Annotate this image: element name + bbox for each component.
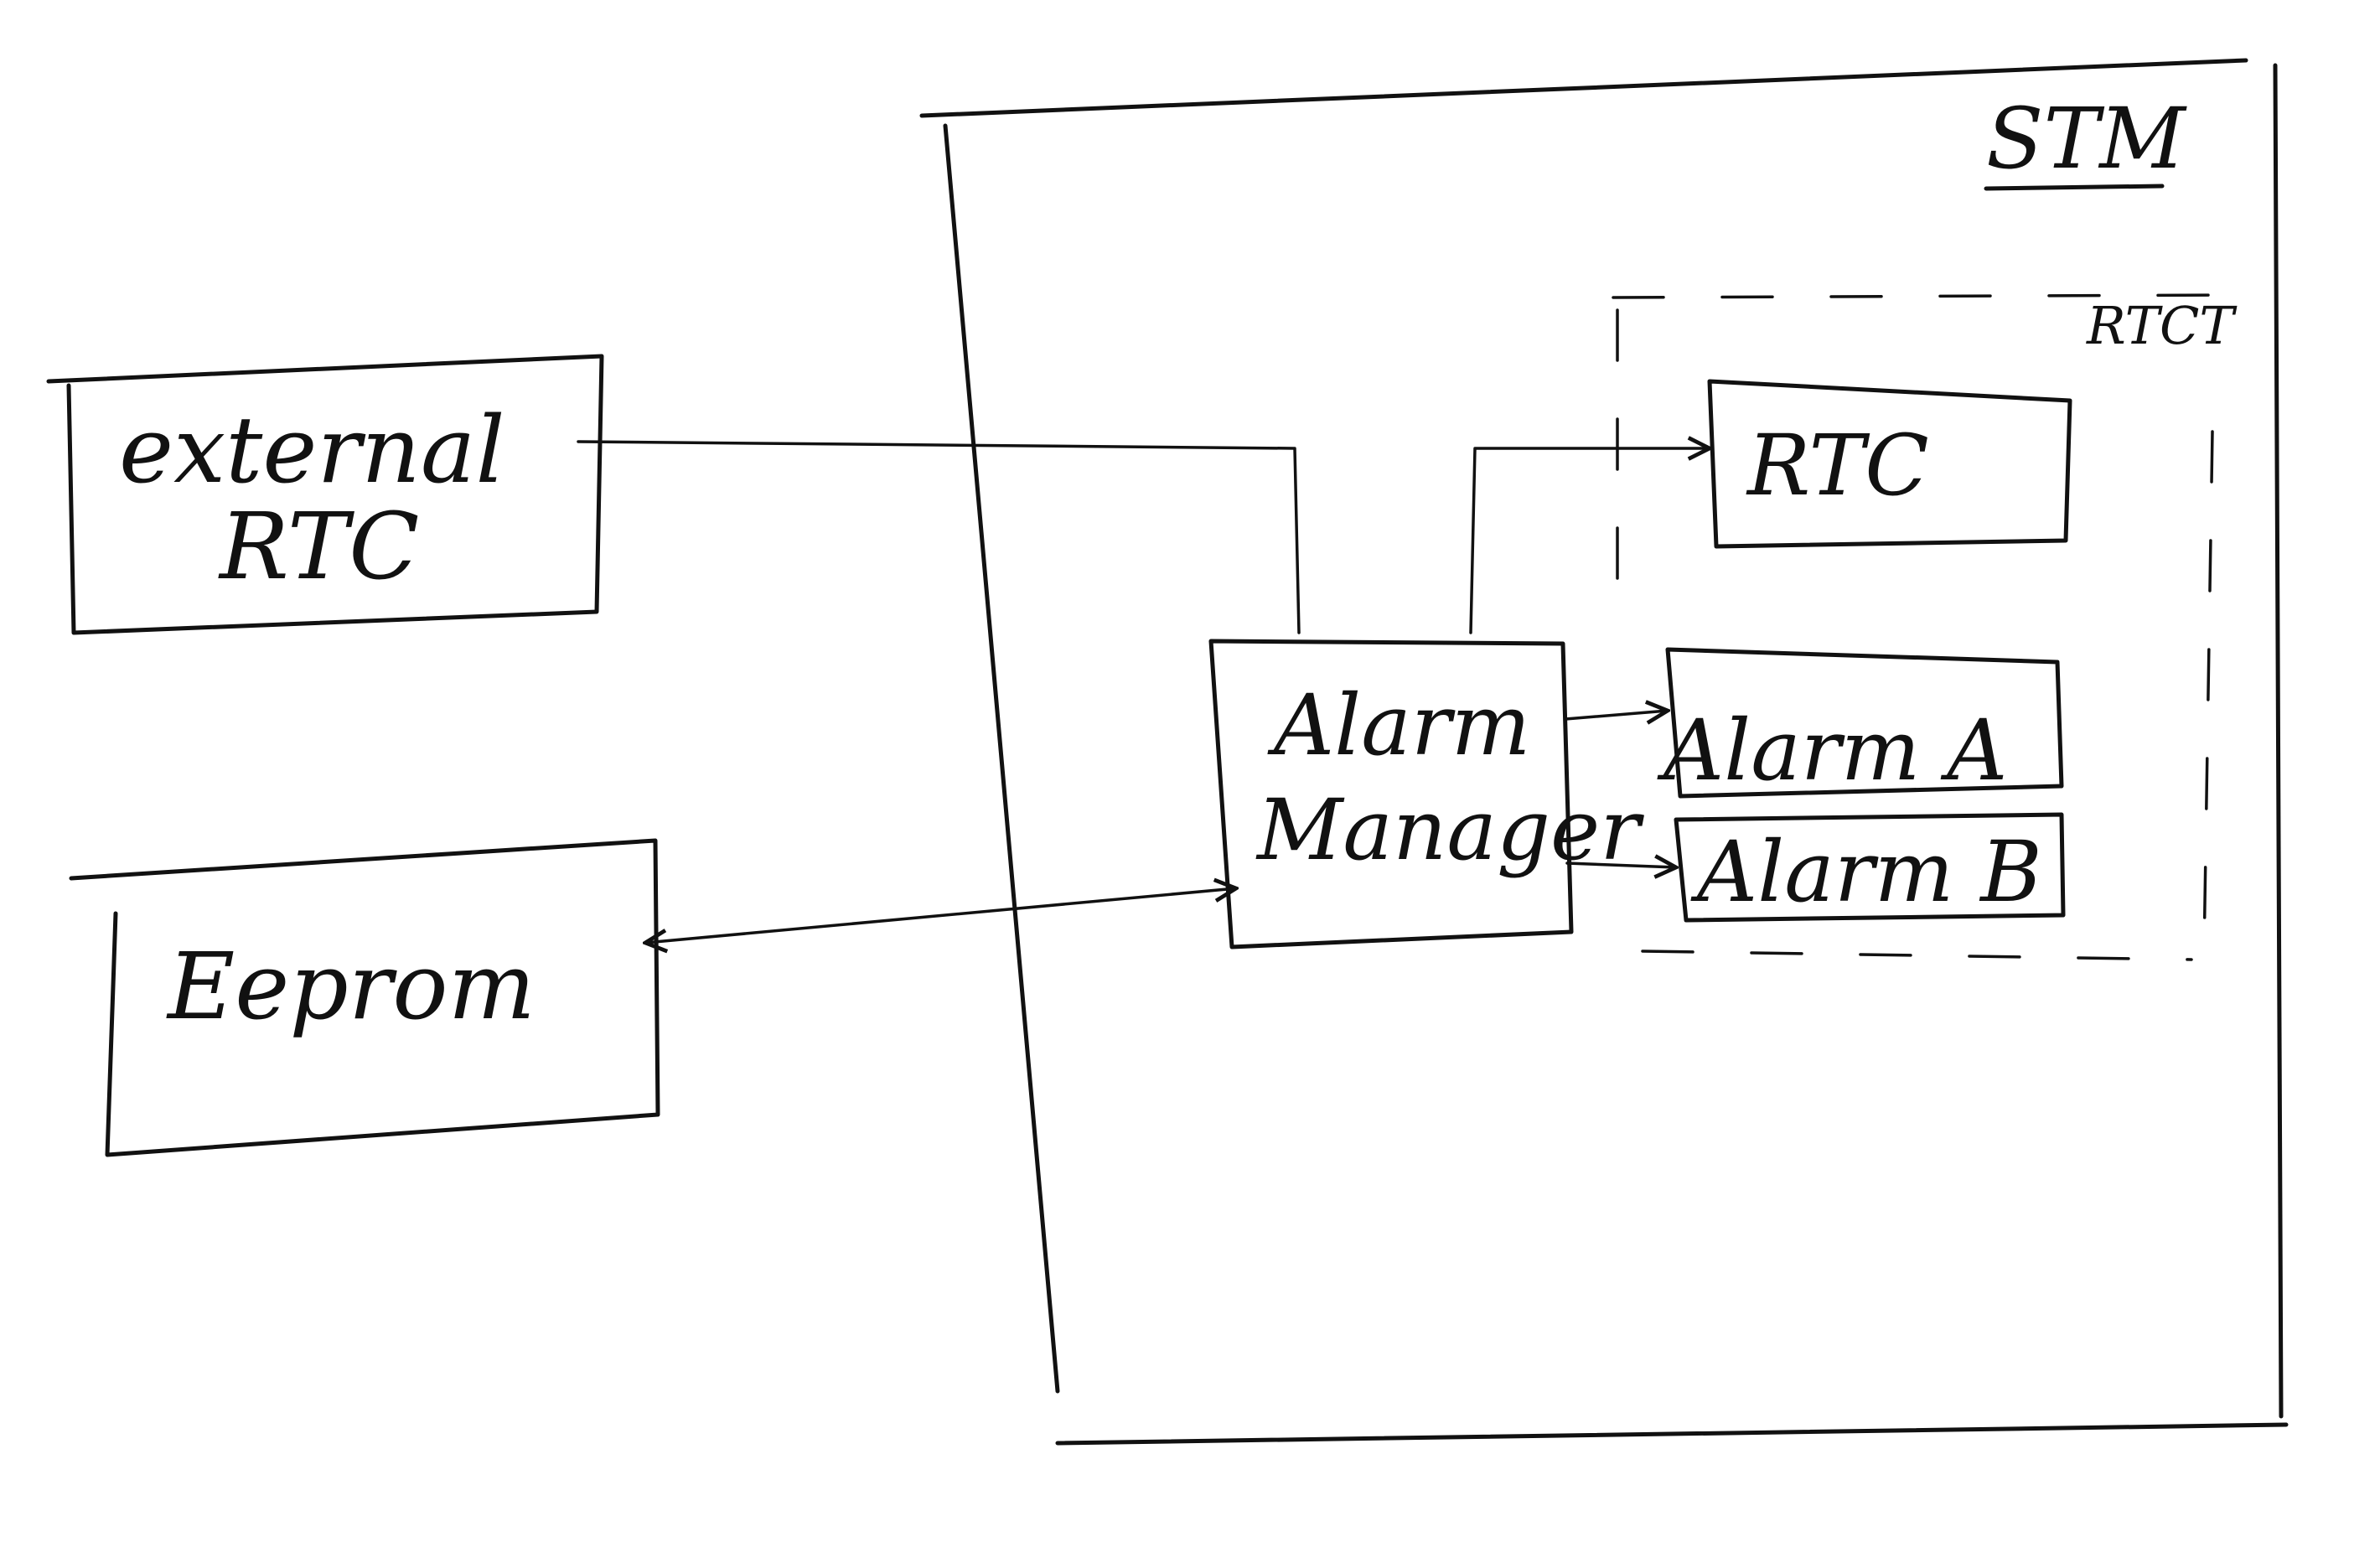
alarm-manager-to-alarm-a-arrow	[1564, 711, 1668, 719]
alarm-b-label: Alarm B	[1690, 823, 2042, 921]
external-rtc-to-alarm-manager-connector	[577, 440, 1301, 634]
alarm-manager-label-line1: Alarm	[1267, 676, 1530, 774]
alarm-a-label: Alarm A	[1657, 701, 2007, 799]
rtc-box: RTC	[1707, 379, 2072, 549]
eeprom-alarm-manager-connector	[645, 888, 1236, 943]
alarm-manager-to-rtc-arrow	[1469, 448, 1710, 634]
stm-container: STM	[919, 58, 2289, 1446]
alarm-manager-box: Alarm Manager	[1208, 639, 1644, 950]
external-rtc-box: external RTC	[46, 354, 604, 635]
alarm-manager-to-alarm-b-arrow	[1565, 863, 1676, 867]
external-rtc-label-line2: RTC	[218, 493, 419, 600]
rtc-label: RTC	[1746, 417, 1929, 515]
stm-label: STM	[1986, 90, 2187, 188]
external-rtc-label-line1: external	[119, 396, 505, 504]
rtct-group: RTCT	[1612, 293, 2238, 961]
eeprom-label: Eeprom	[166, 933, 536, 1040]
alarm-b-box: Alarm B	[1674, 812, 2066, 923]
alarm-a-box: Alarm A	[1657, 647, 2064, 799]
eeprom-box: Eeprom	[69, 838, 660, 1157]
stm-label-underline	[1984, 184, 2165, 191]
rtct-label: RTCT	[2086, 295, 2238, 356]
